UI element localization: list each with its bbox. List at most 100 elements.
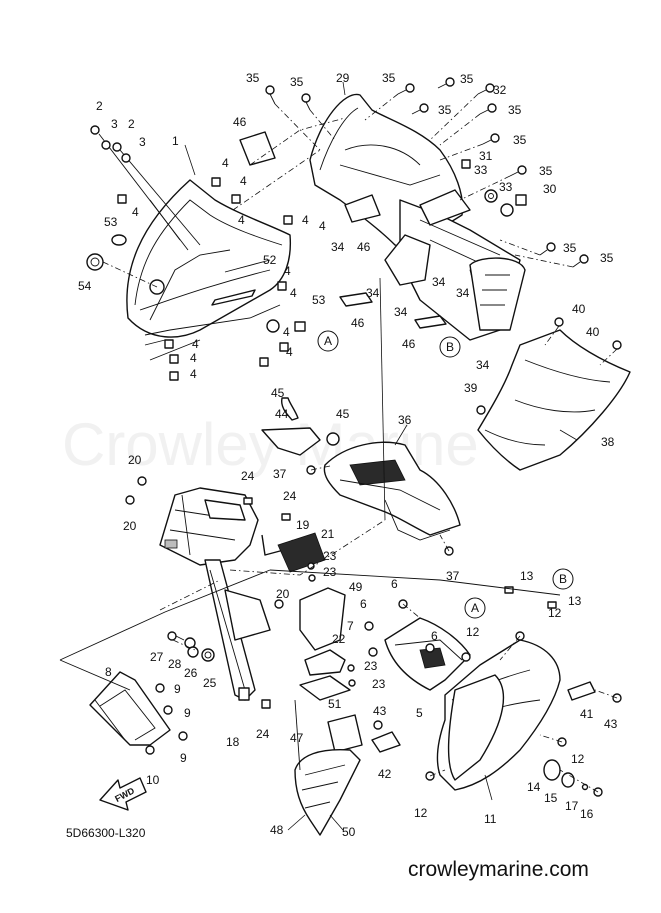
callout: 11: [484, 812, 497, 826]
callout: 12: [414, 806, 428, 820]
callout: A: [324, 334, 332, 348]
parts-30-31-32-33: [461, 159, 527, 217]
inner-panel-part-29: [309, 93, 526, 341]
callout: 4: [132, 205, 139, 219]
callout: 34: [432, 275, 446, 289]
callout: 24: [283, 489, 297, 503]
fittings-parts-42-43: [371, 681, 622, 753]
callout: 45: [336, 407, 350, 421]
callout: 35: [460, 72, 474, 86]
callout: 34: [456, 286, 470, 300]
callout: 53: [312, 293, 326, 307]
callout: 35: [513, 133, 527, 147]
bracket-part-8: [89, 671, 188, 755]
callout: 33: [474, 163, 488, 177]
callout: 35: [246, 71, 260, 85]
lower-cover-parts-48-50: [294, 748, 361, 836]
callout: 18: [226, 735, 240, 749]
callout: 4: [283, 325, 290, 339]
callout: 35: [382, 71, 396, 85]
callout: 35: [539, 164, 553, 178]
callout: 12: [466, 625, 480, 639]
callout: 46: [402, 337, 416, 351]
callout: 6: [360, 597, 367, 611]
callout: 10: [146, 773, 160, 787]
callout: 35: [438, 103, 452, 117]
callout: 36: [398, 413, 412, 427]
callout: 33: [499, 180, 513, 194]
callout: 23: [323, 565, 337, 579]
ref-circles: [317, 330, 574, 619]
callout: 4: [190, 367, 197, 381]
callout: 4: [222, 156, 229, 170]
leader-lines: [59, 81, 618, 831]
callout: 4: [319, 219, 326, 233]
callout: 40: [572, 302, 586, 316]
mount-parts-14-17: [543, 759, 603, 797]
callout: 34: [331, 240, 345, 254]
callout: 21: [321, 527, 335, 541]
callout: 4: [238, 213, 245, 227]
callout: 4: [192, 337, 199, 351]
callout: 20: [128, 453, 142, 467]
callout: 30: [543, 182, 557, 196]
callout: 9: [180, 751, 187, 765]
callout: 45: [271, 386, 285, 400]
callout: 7: [347, 619, 354, 633]
callout: 2: [96, 99, 103, 113]
side-cover-part-5: [364, 599, 471, 691]
callout: 39: [464, 381, 478, 395]
screws-part-35: [265, 77, 589, 268]
clip-part-53: [111, 234, 127, 246]
dash-leaders-upper: [232, 93, 574, 268]
callout: B: [559, 572, 567, 586]
callout: 37: [446, 569, 460, 583]
callout: 49: [349, 580, 363, 594]
callout: 14: [527, 780, 541, 794]
callout: 12: [548, 606, 562, 620]
callout: 4: [190, 351, 197, 365]
callout: 9: [184, 706, 191, 720]
callout: 9: [174, 682, 181, 696]
callout: 43: [604, 717, 618, 731]
callout: 24: [241, 469, 255, 483]
callout: 6: [431, 629, 438, 643]
callout: 40: [586, 325, 600, 339]
callout: 23: [364, 659, 378, 673]
callout: 34: [394, 305, 408, 319]
callout: 23: [323, 549, 337, 563]
center-piece-part-36: [306, 441, 461, 556]
callout: 46: [233, 115, 247, 129]
callout: 47: [290, 731, 304, 745]
callout: 19: [296, 518, 310, 532]
callout: 37: [273, 467, 287, 481]
callout: B: [446, 340, 454, 354]
callout: 24: [256, 727, 270, 741]
bracket-parts-22-51: [299, 647, 378, 701]
callout: 35: [563, 241, 577, 255]
callout: 53: [104, 215, 118, 229]
callout: 46: [351, 316, 365, 330]
callout: 54: [78, 279, 92, 293]
grommet-part-54: [86, 253, 158, 288]
callout: 13: [520, 569, 534, 583]
fwd-arrow-icon: FWD: [99, 777, 147, 811]
callout: 13: [568, 594, 582, 608]
website-url: crowleymarine.com: [408, 858, 589, 881]
callout: 22: [332, 632, 346, 646]
callout: 8: [105, 665, 112, 679]
callout: 51: [328, 697, 342, 711]
front-cowl-part-1: [126, 179, 292, 338]
side-panel-part-38: [476, 317, 631, 471]
callout: 20: [276, 587, 290, 601]
callout: 4: [284, 264, 291, 278]
callout: 32: [493, 83, 507, 97]
callout-labels: 35 35 29 35 35 32 35 35 2 3 2 3 46 35 1 …: [78, 71, 618, 839]
callout: 20: [123, 519, 137, 533]
screw-washer-parts-2-3: [90, 125, 201, 251]
callout: 52: [263, 253, 277, 267]
callout: 4: [286, 345, 293, 359]
callout: A: [471, 601, 479, 615]
